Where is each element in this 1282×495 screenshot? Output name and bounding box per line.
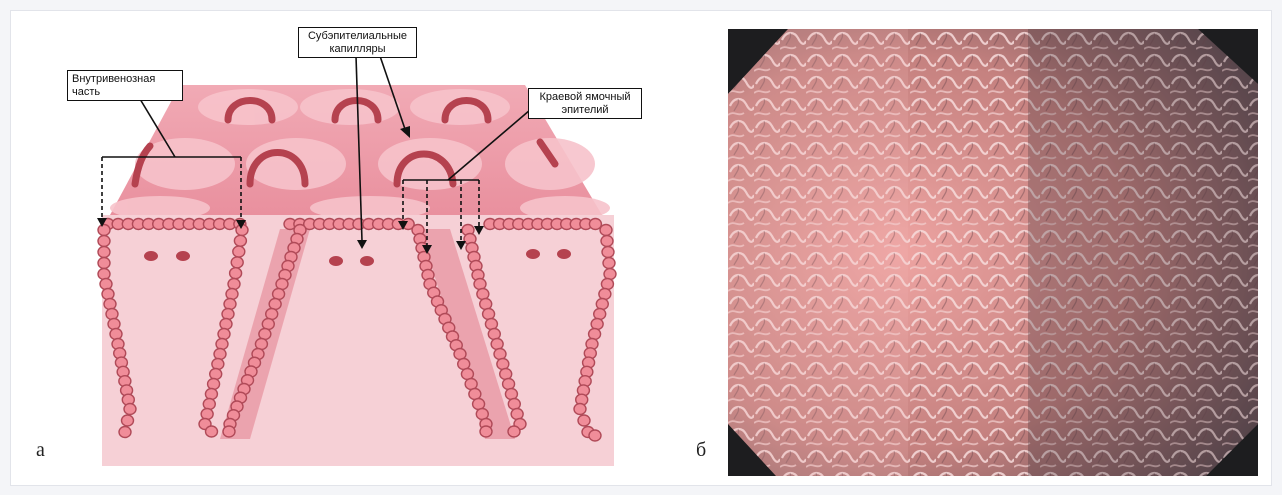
epithelial-cell [596, 299, 608, 310]
epithelial-cell [503, 379, 515, 390]
epithelial-cell [497, 359, 509, 370]
epithelial-cell [212, 359, 224, 370]
epithelial-cell [477, 289, 489, 300]
label-marginal-line2: эпителий [533, 104, 637, 117]
epithelial-cell [578, 415, 590, 426]
epithelial-cell [110, 329, 122, 340]
epithelial-cell [600, 225, 612, 236]
epithelial-cell [508, 426, 520, 437]
epithelial-cell [603, 258, 615, 269]
epithelial-cell [500, 369, 512, 380]
epithelial-cell [480, 299, 492, 310]
panel-b-letter: б [696, 439, 706, 462]
label-subepithelial-line2: капилляры [303, 43, 412, 56]
panel-a-diagram: Внутривенозная часть Субэпителиальные ка… [20, 14, 660, 474]
epithelial-cell [228, 279, 240, 290]
epithelial-cell [106, 309, 118, 320]
epithelial-cell [98, 258, 110, 269]
epithelial-cell [491, 339, 503, 350]
label-intravenous-line1: Внутривенозная [72, 73, 178, 86]
epithelial-cell [206, 426, 218, 437]
epithelial-cell [216, 339, 228, 350]
epithelial-cell [601, 279, 613, 290]
epithelial-cell [601, 236, 613, 247]
epithelial-cell [483, 309, 495, 320]
epithelial-cell [226, 289, 238, 300]
epithelial-cell [230, 268, 242, 279]
epithelial-cell [205, 389, 217, 400]
epithelial-cell [214, 349, 226, 360]
epithelial-cell [599, 289, 611, 300]
label-subepithelial-line1: Субэпителиальные [303, 30, 412, 43]
epithelial-cell [102, 289, 114, 300]
epithelial-cell [119, 427, 131, 438]
epithelial-cell [124, 404, 136, 415]
epithelial-cell [574, 404, 586, 415]
epithelial-cell [201, 409, 213, 420]
epithelial-cell [480, 426, 492, 437]
panel-a-letter: а [36, 439, 45, 462]
epithelial-cell [98, 236, 110, 247]
epithelial-cell [494, 349, 506, 360]
epithelial-cell [220, 319, 232, 330]
epithelial-cell [208, 379, 220, 390]
epithelial-cell [511, 409, 523, 420]
epithelial-cell [234, 235, 246, 246]
epithelial-cell [224, 299, 236, 310]
epithelial-cell [231, 257, 243, 268]
label-marginal-crypt-epithelium: Краевой ямочный эпителий [528, 88, 642, 119]
epithelial-cell [508, 399, 520, 410]
epithelial-cell [210, 369, 222, 380]
epithelial-cell [98, 247, 110, 258]
epithelial-cell [589, 329, 601, 340]
label-subepithelial-capillaries: Субэпителиальные капилляры [298, 27, 417, 58]
epithelial-cell [218, 329, 230, 340]
label-intravenous-part: Внутривенозная часть [67, 70, 183, 101]
epithelial-cell [223, 426, 235, 437]
epithelial-cell [604, 269, 616, 280]
epithelial-cell [222, 309, 234, 320]
epithelial-cell [594, 309, 606, 320]
endoscopic-image [728, 29, 1258, 476]
panel-b-endoscopy [728, 29, 1258, 476]
epithelial-cell [474, 279, 486, 290]
epithelial-cell [591, 319, 603, 330]
epithelial-cell [100, 279, 112, 290]
epithelial-cell [505, 389, 517, 400]
label-intravenous-line2: часть [72, 86, 178, 99]
epithelial-cell [203, 399, 215, 410]
epithelial-cell [98, 269, 110, 280]
epithelial-cell [589, 430, 601, 441]
epithelial-cell [108, 319, 120, 330]
epithelial-cell [104, 299, 116, 310]
epithelial-cell [485, 319, 497, 330]
epithelial-cell [602, 247, 614, 258]
epithelial-cell [233, 246, 245, 257]
epithelial-cell [589, 219, 601, 230]
label-marginal-line1: Краевой ямочный [533, 91, 637, 104]
epithelial-cell [98, 225, 110, 236]
epithelial-cell [488, 329, 500, 340]
epithelial-cell [122, 415, 134, 426]
